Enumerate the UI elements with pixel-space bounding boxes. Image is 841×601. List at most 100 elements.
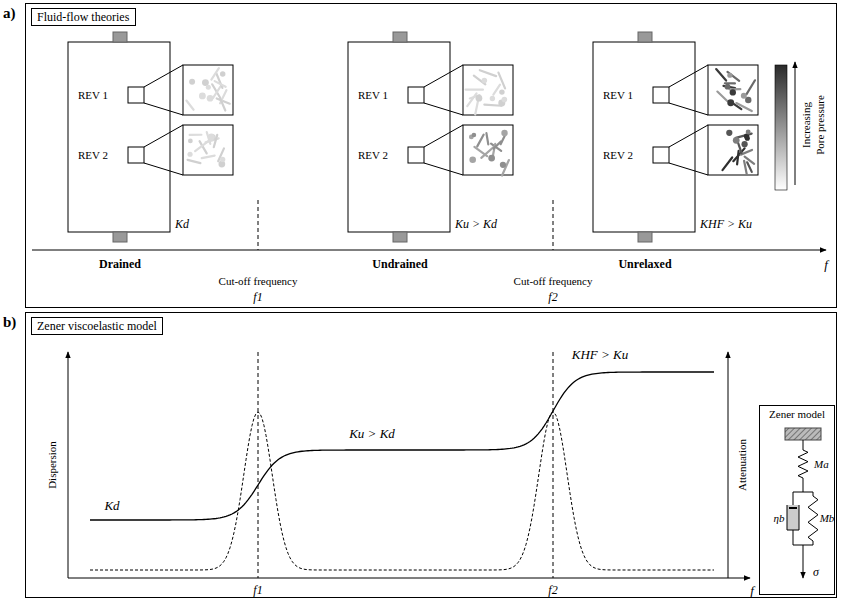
crack bbox=[186, 101, 193, 110]
pore bbox=[733, 137, 740, 144]
frequency-axis bbox=[68, 578, 750, 579]
modulus-label: KHF > Ku bbox=[572, 348, 628, 361]
zoom-square bbox=[463, 65, 513, 115]
rev-label: REV 2 bbox=[358, 150, 388, 161]
zoom-square bbox=[183, 125, 233, 175]
regime-label: Undrained bbox=[372, 258, 427, 270]
pore bbox=[488, 155, 495, 162]
scale-label: Pore pressure bbox=[815, 95, 826, 155]
rev-box bbox=[653, 147, 669, 163]
crack bbox=[212, 84, 220, 98]
zoom-line bbox=[144, 103, 183, 115]
cutoff-label: Cut-off frequency bbox=[514, 276, 593, 287]
rev-label: REV 2 bbox=[78, 150, 108, 161]
crack bbox=[480, 70, 496, 76]
attenuation-axis bbox=[728, 352, 729, 578]
fixed-support bbox=[785, 428, 821, 440]
pore bbox=[730, 89, 736, 95]
zoom-line bbox=[424, 65, 463, 87]
crack bbox=[727, 72, 739, 81]
pore bbox=[206, 85, 211, 90]
rev-label: REV 1 bbox=[78, 90, 108, 101]
crack bbox=[745, 157, 754, 164]
load-arrow bbox=[803, 545, 804, 578]
crack bbox=[486, 133, 488, 144]
pore bbox=[741, 93, 747, 99]
pore bbox=[490, 96, 495, 101]
rev-box bbox=[128, 87, 144, 103]
panel-title: Zener model bbox=[769, 408, 825, 420]
cutoff-line bbox=[258, 200, 259, 250]
pressure-arrow bbox=[795, 62, 796, 185]
rev-box bbox=[408, 147, 424, 163]
rev-label: REV 1 bbox=[603, 90, 633, 101]
crack bbox=[195, 141, 209, 151]
pore bbox=[500, 162, 506, 168]
crack bbox=[213, 85, 221, 98]
crack bbox=[716, 69, 726, 80]
dispersion-axis bbox=[68, 352, 69, 578]
axis-title: Attenuation bbox=[737, 439, 748, 491]
modulus-label: Kd bbox=[175, 218, 189, 230]
zoom-line bbox=[144, 65, 183, 87]
panel-title: Zener viscoelastic model bbox=[37, 319, 157, 333]
pore bbox=[220, 71, 225, 76]
model-box: Zener model bbox=[759, 405, 835, 595]
crack bbox=[494, 141, 501, 148]
crack bbox=[498, 73, 505, 89]
loading-plug bbox=[393, 32, 407, 42]
pore bbox=[188, 139, 193, 144]
rev-box bbox=[128, 147, 144, 163]
crack bbox=[220, 99, 225, 111]
pore bbox=[472, 133, 477, 138]
zoom-line bbox=[144, 163, 183, 175]
pore bbox=[469, 157, 476, 164]
zoom-square bbox=[183, 65, 233, 115]
crack bbox=[736, 103, 751, 111]
crack bbox=[466, 88, 483, 90]
pore bbox=[199, 93, 206, 100]
loading-plug bbox=[113, 232, 127, 242]
crack bbox=[215, 81, 226, 87]
axis-label: f bbox=[750, 584, 754, 597]
crack bbox=[722, 157, 732, 170]
stress-label: σ bbox=[813, 566, 819, 578]
regime-label: Unrelaxed bbox=[618, 258, 671, 270]
pore bbox=[727, 73, 732, 78]
frequency-axis bbox=[32, 250, 826, 251]
zoom-line bbox=[669, 163, 708, 175]
zoom-square bbox=[708, 125, 758, 175]
pore bbox=[741, 141, 747, 147]
scale-label: Increasing bbox=[801, 102, 812, 148]
crack bbox=[474, 147, 487, 156]
cutoff-line bbox=[553, 352, 554, 578]
zoom-line bbox=[669, 65, 708, 87]
pore bbox=[187, 152, 192, 157]
pressure-bar bbox=[775, 65, 787, 190]
modulus-label: KHF > Ku bbox=[700, 218, 752, 230]
zoom-line bbox=[424, 125, 463, 147]
dashpot-label: ηb bbox=[774, 513, 785, 524]
frequency-label: f1 bbox=[253, 291, 262, 303]
spring-ma bbox=[798, 446, 808, 482]
frequency-label: f1 bbox=[253, 584, 262, 596]
crack bbox=[475, 99, 478, 114]
pore bbox=[482, 78, 488, 84]
crack bbox=[737, 151, 739, 164]
loading-plug bbox=[393, 232, 407, 242]
crack bbox=[477, 135, 483, 147]
zoom-line bbox=[669, 103, 708, 115]
dashpot-piston bbox=[789, 507, 797, 509]
pore bbox=[220, 157, 225, 162]
pore bbox=[189, 79, 195, 85]
loading-plug bbox=[113, 32, 127, 42]
crack bbox=[747, 80, 755, 94]
cutoff-line bbox=[553, 200, 554, 250]
crack bbox=[467, 93, 476, 106]
zoom-line bbox=[424, 103, 463, 115]
wire bbox=[793, 530, 794, 545]
spring-mb bbox=[808, 492, 818, 545]
spring-label: Mb bbox=[820, 513, 835, 524]
zoom-square bbox=[463, 125, 513, 175]
axis-label: f bbox=[824, 258, 828, 271]
